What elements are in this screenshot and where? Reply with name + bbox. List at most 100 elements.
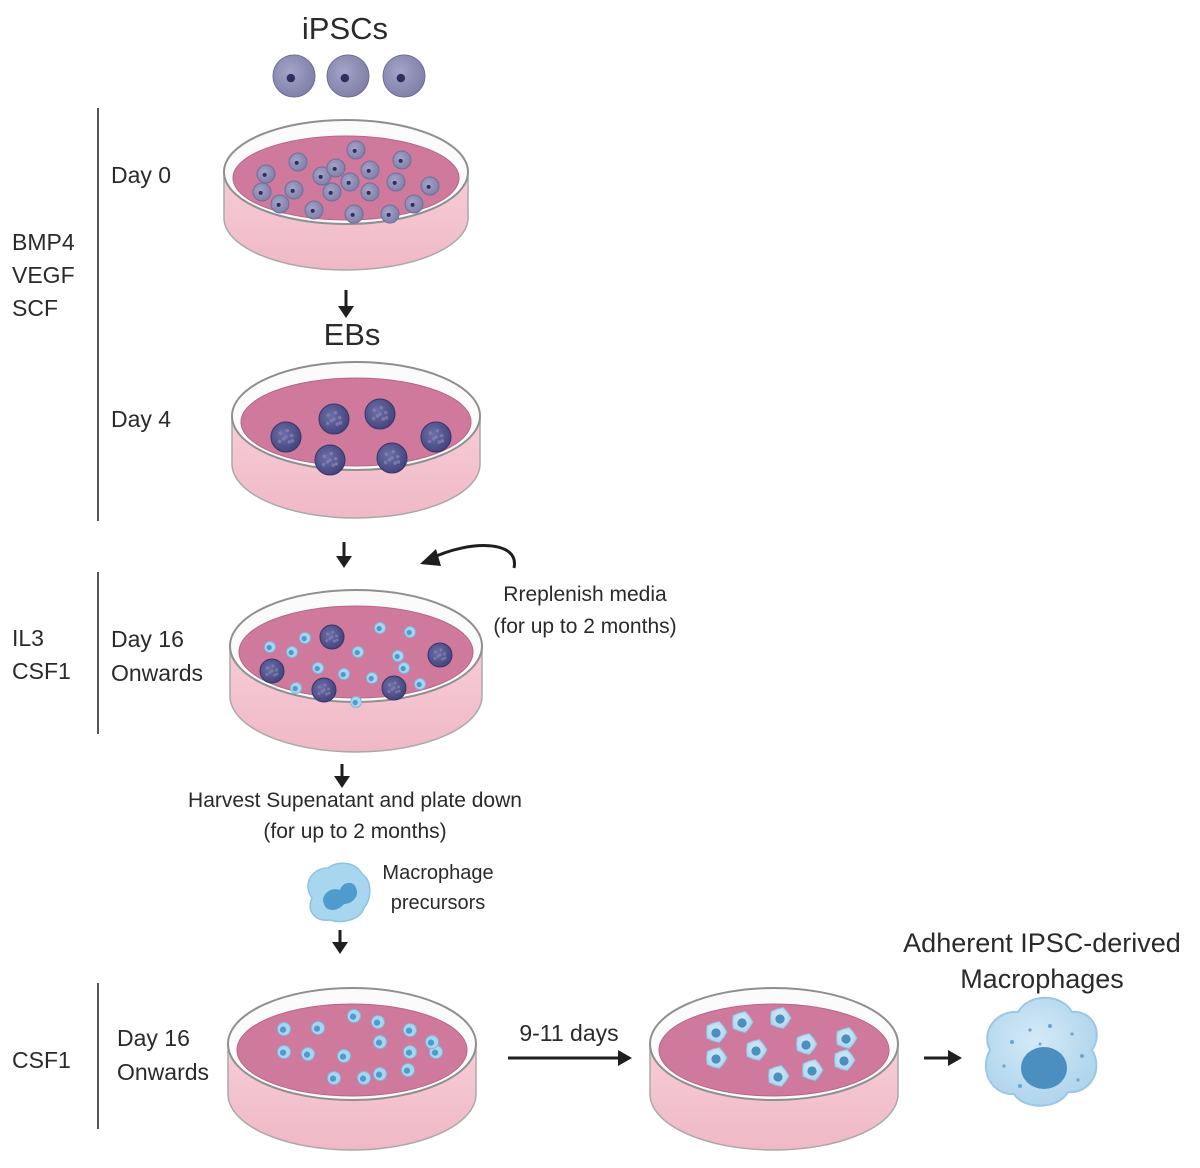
precursor-cell-nucleus [313,1025,321,1032]
eb-texture-dot [427,439,432,444]
bracket-line-3 [97,983,99,1129]
granule [1018,1084,1022,1088]
granule [1070,1032,1074,1036]
precursor-cell-nucleus [288,649,294,656]
eb-texture-dot [443,656,447,660]
precursor-cell-nucleus [405,1027,413,1034]
ipsc-nucleus [366,168,371,173]
ipscs-title: iPSCs [301,11,389,46]
dish-plated [227,987,477,1151]
eb-texture-dot [437,440,441,444]
ipsc-nucleus [366,190,371,195]
eb-texture-dot [328,458,332,462]
eb-texture-dot [436,655,440,658]
eb-texture-dot [317,692,321,696]
dish-day16 [229,589,483,753]
eb-texture-dot [325,460,330,464]
precursor-cell-nucleus [427,1039,435,1046]
eb-texture-dot [271,664,275,668]
eb-texture-dot [397,689,401,693]
precursor-cell-nucleus [329,1075,337,1082]
eb-texture-dot [433,650,437,654]
precursor-cell-nucleus [416,681,422,688]
precursor-cell-nucleus [375,1039,383,1046]
precursor-cell-nucleus [279,1026,287,1033]
dish-macrophages [649,987,899,1151]
arrow-day0-to-ebs-head [338,306,354,318]
precursor-cell-nucleus [349,1013,357,1020]
eb-texture-dot [330,635,334,639]
eb-texture-dot [434,435,438,439]
ipsc-nucleus [294,160,299,165]
precursor-cell-nucleus [406,629,412,636]
eb-texture-dot [338,421,343,425]
precursor-cell-nucleus [279,1049,287,1056]
eb-texture-dot [278,431,283,435]
precursor-cell-nucleus [354,649,360,656]
adherent-macrophage-nucleus [801,1040,811,1050]
onwards-label-2: Onwards [117,1059,210,1085]
day16-label-1: Day 16 [111,626,184,652]
eb-texture-dot [321,462,326,467]
eb-texture-dot [393,461,397,465]
precursor-cell-nucleus [314,665,320,672]
duration-label: 9-11 days [519,1020,619,1046]
eb-texture-dot [435,428,440,433]
eb-texture-dot [439,648,443,652]
granule [1038,1042,1042,1046]
precursor-cell-nucleus [373,1019,381,1026]
factor-vegf: VEGF [12,262,75,288]
eb-texture-dot [327,687,331,691]
eb-texture-dot [277,439,282,444]
onwards-label-1: Onwards [111,660,204,686]
precursor-cell-nucleus [301,635,307,642]
eb-texture-dot [428,431,433,435]
eb-texture-dot [325,421,330,426]
precursor-label-line1: Macrophage [382,862,494,884]
precursor-cell-nucleus [352,699,358,706]
ipsc-nucleus [386,212,391,217]
eb-texture-dot [265,673,269,677]
eb-texture-dot [440,439,445,443]
eb-texture-dot [334,462,339,466]
eb-texture-dot [337,415,342,420]
ipsc-nucleus [352,148,357,153]
replenish-note-line1: Rreplenish media [503,583,667,606]
adherent-macrophage-nucleus [751,1046,761,1056]
precursor-cell-nucleus [376,625,382,632]
eb-texture-dot [372,408,377,412]
eb-texture-dot [290,439,295,443]
eb-texture-dot [396,460,401,464]
day0-label: Day 0 [111,162,172,188]
precursor-cell-nucleus [400,665,406,672]
eb-texture-dot [381,417,385,421]
ipsc-nucleus [392,180,397,185]
adherent-macrophage-nucleus [839,1056,849,1066]
eb-texture-dot [333,456,338,461]
ipsc-nucleus [286,73,296,83]
eb-texture-dot [333,410,338,415]
eb-texture-dot [390,456,394,460]
granule [1010,1040,1014,1044]
eb-texture-dot [379,405,384,410]
ipsc-nucleus [276,202,281,207]
eb-texture-dot [392,686,396,690]
granule [1048,1024,1052,1028]
eb-texture-dot [270,669,274,673]
precursor-cell-nucleus [359,1075,367,1082]
eb-texture-dot [325,692,328,696]
ipsc-nucleus [258,190,263,195]
eb-texture-dot [268,671,272,674]
eb-texture-dot [332,417,336,421]
adherent-macrophage-nucleus [841,1034,851,1044]
adherent-macrophage-nucleus [711,1054,721,1064]
eb-texture-dot [326,413,331,417]
eb-texture-dot [384,452,389,456]
precursor-cell-nucleus [403,1067,411,1074]
ipsc-nucleus [318,174,323,179]
eb-texture-dot [387,683,391,687]
precursor-cell-nucleus [431,1049,439,1056]
eb-texture-dot [438,653,442,657]
eb-texture-dot [391,449,396,454]
